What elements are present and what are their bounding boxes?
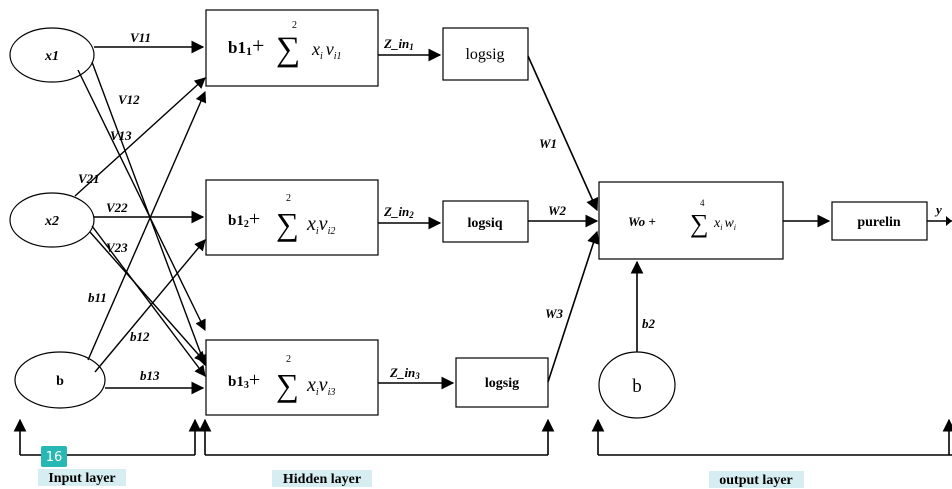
svg-text:logsig: logsig (465, 46, 504, 63)
svg-text:b12+: b12+ (228, 208, 260, 230)
hidden-layer-caption: Hidden layer (283, 472, 361, 487)
hidden-neuron-3: b13+ 2 ∑ xivi3 (205, 339, 379, 416)
input-node-x1: x1 (9, 27, 95, 83)
weight-w1: W1 (539, 136, 557, 151)
weight-v21: V21 (78, 171, 100, 186)
output-layer-caption: output layer (719, 473, 793, 488)
hidden-layer-bracket (198, 418, 555, 456)
weight-w2: W2 (548, 203, 567, 218)
weight-b12: b12 (130, 329, 150, 344)
weight-b11: b11 (88, 290, 107, 305)
page-number-badge: 16 (41, 446, 67, 467)
svg-text:16: 16 (46, 450, 63, 465)
activation-logsiq-2: logsiq (442, 200, 529, 243)
activation-purelin: purelin (831, 201, 928, 241)
output-weight-labels: W1 W2 W3 b2 (539, 136, 656, 331)
svg-text:xivi3: xivi3 (306, 374, 335, 398)
svg-text:b: b (632, 376, 642, 397)
svg-text:2: 2 (292, 20, 297, 31)
weight-w3: W3 (545, 306, 564, 321)
weight-v13: V13 (110, 128, 132, 143)
svg-text:∑: ∑ (276, 206, 299, 242)
svg-text:purelin: purelin (857, 215, 901, 230)
input-weight-labels: V11 V12 V13 V21 V22 V23 b11 b12 b13 (78, 30, 160, 383)
weight-v12: V12 (118, 92, 140, 107)
svg-text:2: 2 (286, 354, 291, 365)
svg-text:∑: ∑ (690, 209, 709, 238)
svg-text:4: 4 (700, 198, 705, 208)
weight-b13: b13 (140, 368, 160, 383)
weight-b2: b2 (642, 316, 656, 331)
bias-label: b (56, 374, 64, 389)
z-in-3-label: Z_in3 (389, 365, 420, 381)
z-in-2-label: Z_in2 (383, 204, 414, 220)
layer-captions: Input layer Hidden layer output layer (38, 469, 804, 488)
hidden-neuron-2: b12+ 2 ∑ xivi2 (205, 179, 379, 256)
output-layer-bracket (591, 418, 952, 456)
svg-text:∑: ∑ (276, 367, 299, 403)
svg-text:xivi2: xivi2 (306, 213, 335, 237)
input-node-bias: b (14, 351, 106, 409)
x1-label: x1 (44, 49, 59, 64)
z-in-1-label: Z_in1 (383, 36, 414, 52)
svg-text:b11+: b11+ (228, 33, 264, 58)
weight-v11: V11 (130, 30, 151, 45)
svg-text:∑: ∑ (276, 31, 300, 68)
activation-logsig-1: logsig (442, 27, 529, 81)
svg-text:b: b (56, 374, 64, 389)
hidden-output-connections (527, 55, 600, 383)
activation-logsig-3: logsig (455, 357, 549, 408)
input-layer-caption: Input layer (48, 471, 115, 486)
weight-v23: V23 (106, 240, 128, 255)
svg-text:logsiq: logsiq (467, 216, 502, 231)
svg-text:x1: x1 (44, 49, 59, 64)
svg-text:logsig: logsig (485, 376, 519, 391)
svg-text:2: 2 (286, 193, 291, 204)
output-y-label: y (934, 202, 942, 217)
input-hidden-connections (74, 40, 207, 395)
svg-text:b13+: b13+ (228, 369, 260, 391)
output-bias-node: b (598, 351, 676, 419)
svg-text:Wo +: Wo + (628, 214, 656, 229)
weight-v22: V22 (106, 200, 128, 215)
input-node-x2: x2 (9, 192, 95, 248)
x2-label: x2 (44, 214, 59, 229)
svg-text:x2: x2 (44, 214, 59, 229)
